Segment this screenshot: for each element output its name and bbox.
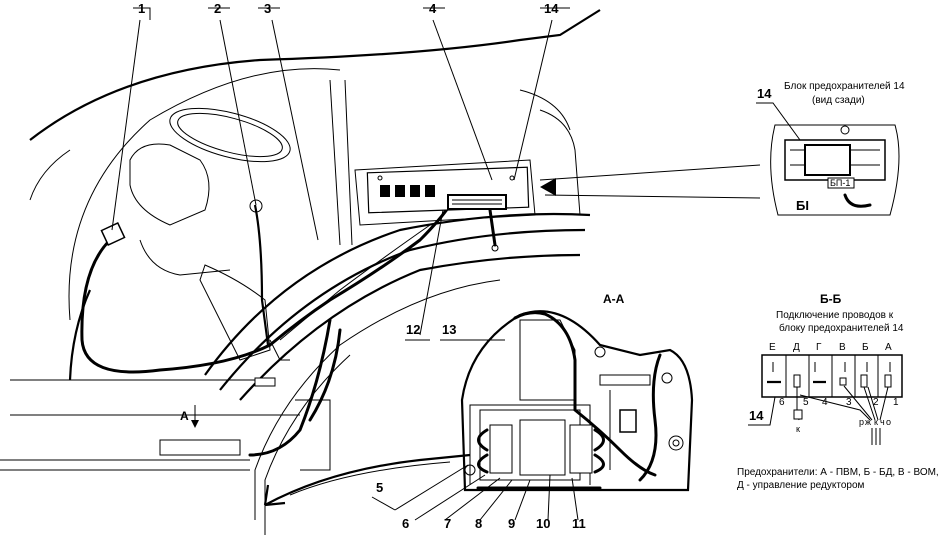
fuse-block-rear-view: Блок предохранителей 14 (вид сзади) 14 Б…: [756, 81, 905, 216]
fuse-block-rear-title: Блок предохранителей 14: [784, 81, 905, 92]
callout-13: 13: [442, 322, 456, 337]
wire-number: 5: [803, 397, 809, 408]
view-arrow-head: [540, 178, 556, 196]
section-bb: Б-Б Подключение проводов к блоку предохр…: [748, 292, 904, 445]
slot-letter: Г: [816, 342, 822, 353]
slot-letter: В: [839, 342, 846, 353]
section-bb-subtitle-1: Подключение проводов к: [776, 310, 894, 321]
section-bb-callout: 14: [749, 408, 764, 423]
cab-drawing: [0, 9, 601, 535]
wire-color: о: [886, 417, 891, 427]
slot-letter: Б: [862, 342, 869, 353]
fuse-block-14: [447, 194, 507, 210]
sensor-1: [100, 221, 126, 247]
wire-number: 4: [822, 397, 828, 408]
slot-letter: Е: [769, 342, 776, 353]
fuse-legend: Предохранители: А - ПВМ, Б - БД, В - ВОМ…: [737, 467, 939, 491]
fuse-block-rear-marker: БI: [796, 198, 809, 213]
section-bb-subtitle-2: блоку предохранителей 14: [779, 322, 904, 334]
callout-4: 4: [429, 1, 437, 16]
callout-3: 3: [264, 1, 271, 16]
callout-7: 7: [444, 516, 451, 531]
svg-text:А: А: [180, 409, 189, 423]
callout-12: 12: [406, 322, 420, 337]
callout-1: 1: [138, 1, 145, 16]
callout-9: 9: [508, 516, 515, 531]
fuse-block-rear-callout: 14: [757, 86, 772, 101]
fuse-legend-line-1: Предохранители: А - ПВМ, Б - БД, В - ВОМ…: [737, 467, 939, 478]
instrument-panel: [366, 166, 530, 214]
wire-color: к: [874, 417, 878, 427]
callout-2: 2: [214, 1, 221, 16]
section-a-marker: А: [180, 405, 199, 428]
wire-number: 2: [873, 397, 879, 408]
wire-number: 3: [846, 397, 852, 408]
section-aa-detail: А-А: [460, 292, 694, 492]
slot-letter: А: [885, 342, 892, 353]
callout-10: 10: [536, 516, 550, 531]
view-arrow: [539, 164, 761, 199]
wire-color: р: [859, 417, 864, 427]
bottom-wire-label: к: [796, 424, 800, 434]
section-bb-title: Б-Б: [820, 292, 842, 306]
callout-6: 6: [402, 516, 409, 531]
wire-color: ч: [880, 417, 885, 427]
fuse-legend-line-2: Д - управление редуктором: [737, 480, 865, 491]
callout-5: 5: [376, 480, 383, 495]
callout-8: 8: [475, 516, 482, 531]
section-aa-title: А-А: [603, 292, 625, 306]
slot-letter: Д: [793, 342, 800, 353]
callout-11: 11: [572, 516, 586, 531]
wire-number: 6: [779, 397, 785, 408]
callout-14-top: 14: [544, 1, 559, 16]
fuse-block-rear-subtitle: (вид сзади): [812, 95, 865, 106]
callouts: 1 2 3 4 14 12 13 5 6 7 8 9 10 11: [111, 1, 586, 531]
fuse-block-rear-label: БП-1: [830, 178, 850, 188]
wire-color: ж: [865, 417, 871, 427]
wire-number: 1: [893, 397, 899, 408]
